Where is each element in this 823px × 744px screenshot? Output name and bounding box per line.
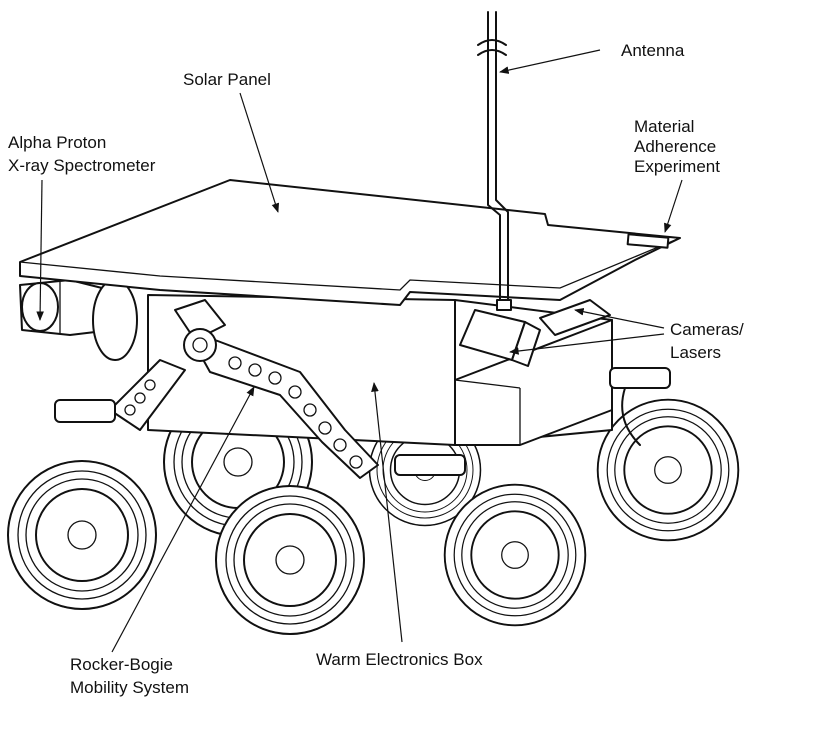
label-cameras-line1: Cameras/ (670, 320, 744, 339)
front-middle-wheel (215, 485, 365, 635)
label-rocker-line1: Rocker-Bogie (70, 655, 173, 674)
label-apxs-line2: X-ray Spectrometer (8, 156, 156, 175)
label-mae-line2: Adherence (634, 137, 717, 156)
label-rocker-line2: Mobility System (70, 678, 190, 697)
rocker-arm (194, 339, 379, 479)
camera-laser-unit (459, 299, 611, 367)
solar-panel (19, 179, 681, 306)
label-antenna: Antenna (621, 41, 685, 60)
label-apxs-line1: Alpha Proton (8, 133, 107, 152)
label-warm-electronics-box: Warm Electronics Box (316, 650, 483, 669)
front-left-wheel (7, 460, 157, 610)
label-mae-line3: Experiment (634, 157, 720, 176)
leader-lines (36, 49, 683, 653)
antenna-mast (477, 11, 512, 311)
label-solar-panel: Solar Panel (183, 70, 271, 89)
label-mae-line1: Material (634, 117, 695, 136)
rear-right-wheel (596, 398, 740, 542)
apxs-instrument (19, 279, 138, 361)
bogie-arm (109, 299, 226, 431)
wheel-motors (54, 367, 671, 476)
front-right-wheel (443, 483, 587, 627)
label-cameras-line2: Lasers (670, 343, 722, 362)
